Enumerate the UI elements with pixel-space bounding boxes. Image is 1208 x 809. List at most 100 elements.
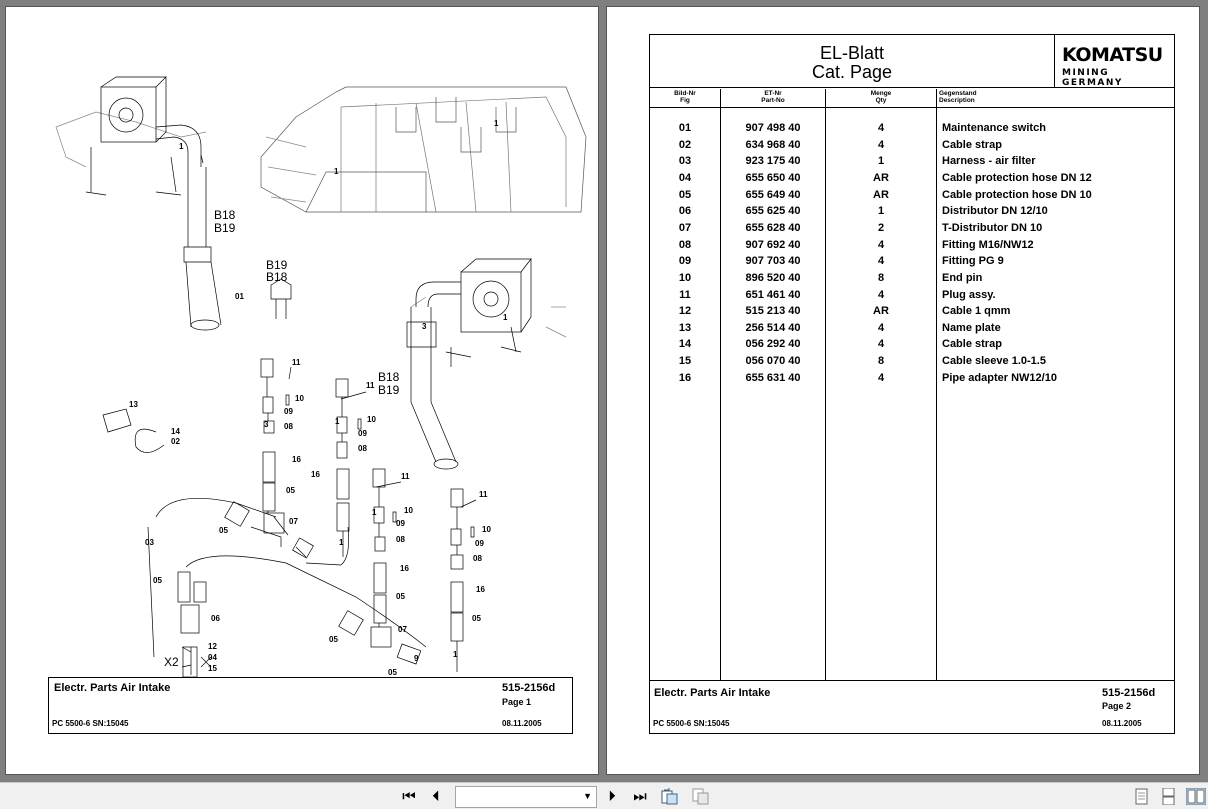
quantity: 8 [877,271,885,284]
callout: 11 [479,490,488,499]
quantity: AR [873,188,889,201]
machine-model: PC 5500-6 SN:15045 [52,719,129,728]
first-page-icon[interactable]: ⏮ [402,788,416,805]
drawing-title: Electr. Parts Air Intake [654,687,771,699]
quantity: AR [873,171,889,184]
quantity: 1 [877,155,885,168]
quantity: 4 [877,138,885,151]
title-block: Electr. Parts Air Intake 515-2156d Page … [650,680,1174,733]
callout: 9 [414,654,419,663]
single-page-icon[interactable] [1133,788,1151,805]
callout: 01 [235,292,244,301]
description: Cable 1 qmm [942,305,1011,318]
quantity: AR [873,305,889,318]
viewer-toolbar: ⏮ ⏴ ▼ ⏵ ⏭ [0,782,1208,809]
page-select[interactable]: ▼ [455,786,597,808]
figure-number: 11 [679,288,691,301]
quantity: 4 [877,321,885,334]
part-number: 256 514 40 [745,321,801,334]
divider [825,89,826,680]
part-number: 896 520 40 [745,271,801,284]
description: Cable strap [942,338,1002,351]
divider [936,89,937,680]
header-subtitle: Cat. Page [811,62,893,82]
page-number: Page 1 [502,697,532,707]
page-export-icon[interactable] [661,788,679,805]
figure-number: 15 [678,355,692,368]
callout: 05 [329,635,338,644]
quantity: 4 [877,338,885,351]
callout: 14 [171,427,180,436]
facing-pages-icon[interactable] [1186,788,1206,805]
callout: 08 [284,422,293,431]
callout: 16 [311,470,320,479]
label-b19: B19 [266,258,288,272]
quantity: 4 [877,255,885,268]
continuous-icon[interactable] [1160,788,1178,805]
callout: 3 [264,420,269,429]
label-b19: B19 [214,221,236,235]
figure-number: 07 [678,221,692,234]
logo-wordmark: KOMATSU [1062,44,1163,66]
page-import-icon[interactable] [692,788,710,805]
table-row: 14 056 292 40 4 Cable strap [650,338,1174,355]
last-page-icon[interactable]: ⏭ [633,788,647,805]
description: T-Distributor DN 10 [942,221,1043,234]
next-page-icon[interactable]: ⏵ [608,788,616,805]
parts-table: EL-Blatt Cat. Page KOMATSU MINING GERMAN… [649,34,1175,734]
quantity: 4 [877,288,885,301]
description: End pin [942,271,983,284]
callout: 1 [179,142,184,151]
part-number: 655 625 40 [745,205,801,218]
divider [720,89,721,680]
page-header: EL-Blatt Cat. Page KOMATSU MINING GERMAN… [650,35,1174,88]
description: Cable protection hose DN 10 [942,188,1092,201]
callout: 05 [472,614,481,623]
part-number: 907 692 40 [745,238,801,251]
callout: 05 [388,668,397,677]
callout: 05 [219,526,228,535]
document-date: 08.11.2005 [1102,719,1142,728]
callout: 09 [284,407,293,416]
callout: 13 [129,400,138,409]
part-number: 515 213 40 [745,305,801,318]
part-number: 056 292 40 [745,338,801,351]
callout: 10 [404,506,413,515]
callout: 07 [398,625,407,634]
callout: 11 [292,358,301,367]
prev-page-icon[interactable]: ⏴ [432,788,440,805]
callout: 04 [208,653,217,662]
chevron-down-icon: ▼ [583,791,592,801]
callout: 16 [292,455,301,464]
part-number: 655 649 40 [745,188,801,201]
description: Distributor DN 12/10 [942,205,1048,218]
quantity: 2 [877,221,885,234]
callout: 1 [453,650,458,659]
description: Cable strap [942,138,1002,151]
callout: 1 [372,508,377,517]
callout: 08 [358,444,367,453]
figure-number: 01 [678,122,692,134]
figure-number: 03 [678,155,692,168]
figure-number: 14 [678,338,692,351]
description: Maintenance switch [942,122,1046,134]
callout: 10 [367,415,376,424]
description: Cable sleeve 1.0-1.5 [942,355,1046,368]
callout: 16 [476,585,485,594]
label-b19: B19 [378,383,400,397]
logo-subtitle: MINING GERMANY [1062,68,1123,88]
description: Harness - air filter [942,155,1036,168]
callout: 07 [289,517,298,526]
header-title: EL-Blatt [819,43,885,63]
callout: 16 [400,564,409,573]
part-number: 655 650 40 [745,171,801,184]
